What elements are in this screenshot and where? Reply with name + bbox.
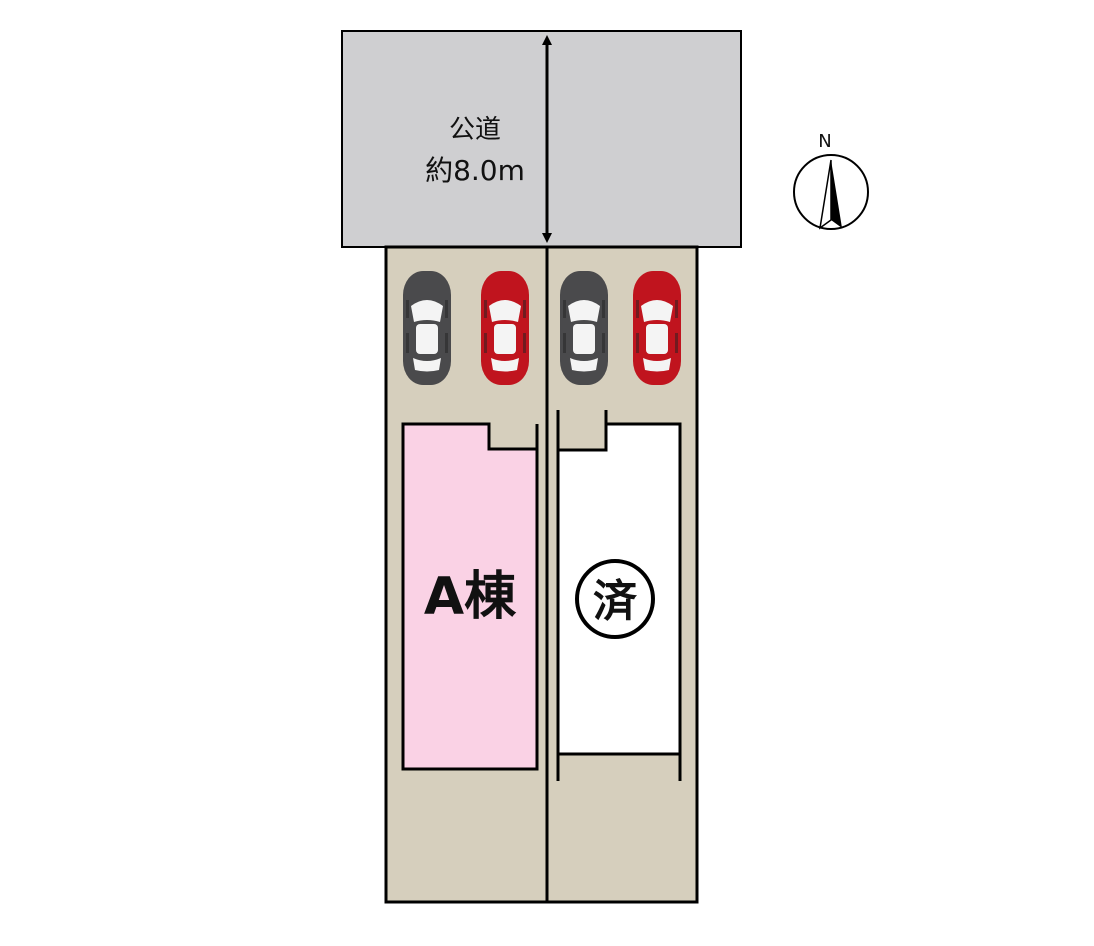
- compass: N: [793, 131, 869, 230]
- road-label: 公道: [449, 115, 501, 145]
- building-a-label: A棟: [424, 567, 517, 627]
- road-width-label: 約8.0m: [425, 154, 525, 187]
- sold-stamp-label: 済: [593, 576, 638, 627]
- compass-north-label: N: [818, 131, 831, 152]
- public-road: [341, 30, 742, 248]
- north-arrow-outline-icon: [818, 159, 832, 230]
- north-arrow-icon: [831, 160, 842, 228]
- car-lot-a-2: [481, 271, 529, 385]
- sold-stamp-circle: [575, 559, 655, 639]
- car-lot-a-1: [403, 271, 451, 385]
- car-lot-b-2: [633, 271, 681, 385]
- car-lot-b-1: [560, 271, 608, 385]
